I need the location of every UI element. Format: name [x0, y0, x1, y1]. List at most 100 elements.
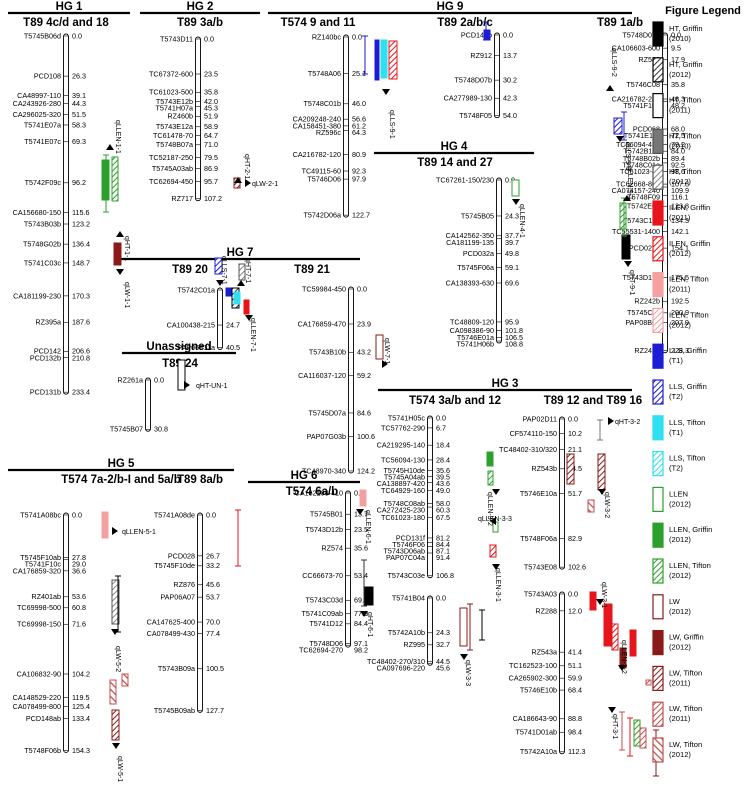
marker-name: T5748C08ab [383, 499, 425, 508]
homology-group-7: HG 3 [378, 378, 632, 392]
qtl-label: qLLEN-9-1 [626, 166, 633, 200]
legend-item: HT, Tifton(2011) [652, 92, 701, 119]
marker-name: T5741F10c [25, 559, 62, 568]
marker-position: 154.3 [72, 746, 90, 755]
marker-name: TC61023-80 [620, 167, 660, 176]
qtl-label: qLLEN-3-3 [478, 516, 512, 523]
chromosome-title: T89 21 [294, 264, 330, 276]
qtl-peak-marker: qHT-3-1 [608, 707, 618, 739]
marker-name: T5743D12b [305, 525, 343, 534]
marker-name: TC62668-800 [616, 179, 660, 188]
marker-name: RZ596c [316, 128, 342, 137]
marker-name: T5743B09a [158, 664, 195, 673]
legend-label: LLS, Tifton [669, 418, 705, 427]
marker-name: CA272425-230 [377, 506, 425, 515]
qtl-interval-box [109, 679, 117, 705]
marker-name: TC62694-450 [149, 177, 193, 186]
marker-name: T5745A04ab [384, 473, 425, 482]
triangle-icon [608, 707, 616, 713]
marker-position: 45.3 [204, 104, 218, 113]
marker-name: RZ912 [470, 51, 492, 60]
marker-position: 46.3 [671, 94, 685, 103]
marker-position: 69.6 [505, 278, 519, 287]
marker-position: 34.5 [568, 464, 582, 473]
qtl-whisker [361, 559, 367, 607]
qtl-label: qLLS-9-3 [624, 142, 631, 171]
marker-position: 26.7 [206, 551, 220, 560]
marker-position: 77.4 [206, 629, 220, 638]
marker-position: 36.6 [72, 566, 86, 575]
legend-title: Figure Legend [665, 5, 741, 17]
marker-position: 24.7 [226, 320, 240, 329]
marker-position: 106.5 [505, 333, 523, 342]
legend-label: HT, Tifton [669, 131, 701, 140]
marker-name: T5745F10de [154, 561, 195, 570]
marker-name: TC48970-340 [302, 466, 346, 475]
qtl-interval-box [380, 39, 388, 79]
marker-name: T5743D11 [160, 34, 193, 43]
marker-position: 30.2 [503, 76, 517, 85]
marker-position: 59.1 [505, 263, 519, 272]
group-title: HG 3 [492, 378, 519, 390]
marker-name: T5748C01b [303, 99, 341, 108]
qtl-whisker [479, 609, 485, 641]
marker-position: 23.5 [354, 525, 368, 534]
marker-position: 68.0 [671, 124, 685, 133]
marker-name: T5745B09ab [154, 706, 195, 715]
qtl-label: qHT-6-1 [366, 612, 373, 637]
chromosome-bar [559, 591, 565, 755]
marker-name: T5742D06a [303, 211, 341, 220]
triangle-icon [116, 269, 124, 275]
marker-position: 200.9 [671, 308, 689, 317]
chromosome-title: T574 9 and 11 [281, 17, 356, 29]
triangle-icon [234, 177, 242, 183]
qtl-peak-marker: qLW-5-2 [111, 629, 121, 672]
triangle-icon [112, 743, 120, 749]
marker-position: 82.9 [568, 534, 582, 543]
legend-swatch [652, 128, 664, 154]
qtl-label: qHT-7-1 [244, 258, 251, 283]
qtl-peak-marker: qLLS-9-1 [382, 89, 395, 139]
chromosome-bar [427, 595, 433, 666]
qtl-whisker [362, 35, 368, 75]
marker-name: TC48402-310/320 [499, 445, 557, 454]
marker-name: RZ543a [531, 648, 557, 657]
legend-swatch [652, 522, 664, 548]
legend-label-suffix: (2012) [669, 249, 691, 258]
qtl-peak-marker: qLLEN-3-3 [478, 516, 512, 525]
legend-swatch [652, 57, 664, 83]
legend-label: HT, Griffin [669, 60, 703, 69]
qtl-interval-box [101, 511, 109, 539]
marker-name: CA209248-240 [293, 115, 341, 124]
marker-position: 119.5 [72, 693, 89, 702]
marker-position: 92.3 [352, 166, 366, 175]
marker-name: RZ574 [321, 544, 343, 553]
marker-position: 98.4 [568, 728, 582, 737]
legend-label: ILEN, Tifton [669, 310, 709, 319]
marker-position: 81.2 [436, 533, 450, 542]
qtl-interval-box [489, 544, 497, 558]
triangle-icon [490, 517, 496, 525]
marker-position: 154.1 [671, 244, 689, 253]
marker-position: 0.0 [204, 34, 214, 43]
triangle-icon [623, 195, 631, 201]
qtl-peak-marker: qLLEN-4-1 [512, 199, 525, 238]
marker-position: 106.8 [436, 571, 454, 580]
marker-position: 102.6 [568, 563, 586, 572]
triangle-icon [382, 89, 390, 95]
marker-name: TC57762-290 [381, 423, 425, 432]
marker-name: CA078499-430 [147, 629, 195, 638]
marker-position: 0.0 [436, 413, 446, 422]
marker-position: 123.2 [72, 219, 90, 228]
marker-position: 207.9 [671, 318, 689, 327]
marker-position: 95.7 [204, 177, 218, 186]
marker-name: T5746E10a [520, 489, 557, 498]
marker-position: 89.4 [671, 154, 685, 163]
legend-label-suffix: (2012) [669, 177, 691, 186]
marker-name: T5748B07a [156, 140, 193, 149]
